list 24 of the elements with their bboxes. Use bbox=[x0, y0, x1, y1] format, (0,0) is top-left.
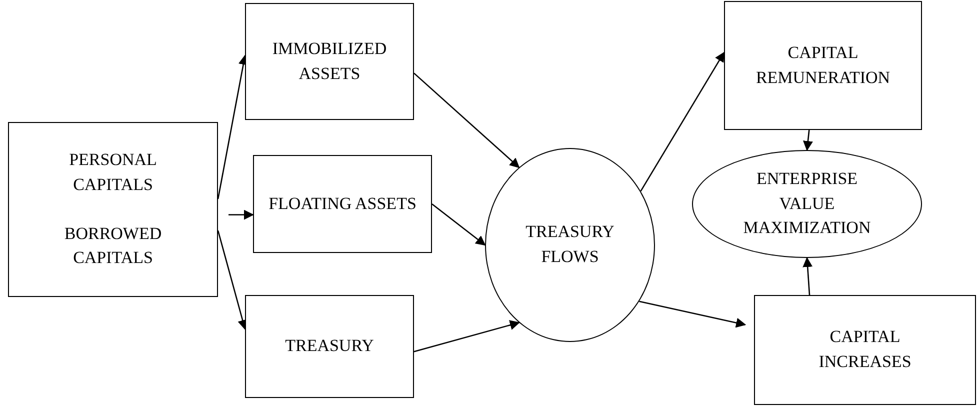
node-label: PERSONAL CAPITALS bbox=[68, 149, 158, 196]
process-box bbox=[754, 295, 976, 405]
node-label: FLOATING ASSETS bbox=[268, 192, 416, 215]
node-label: CAPITAL REMUNERATION bbox=[754, 42, 892, 88]
arrow bbox=[217, 230, 248, 330]
arrow bbox=[639, 300, 746, 328]
arrow bbox=[414, 320, 520, 352]
process-box bbox=[253, 155, 432, 253]
node-label: BORROWED CAPITALS bbox=[63, 222, 163, 270]
process-box bbox=[245, 3, 414, 120]
arrow bbox=[414, 72, 520, 168]
arrow bbox=[802, 257, 813, 296]
arrow bbox=[802, 130, 813, 151]
arrow bbox=[640, 52, 725, 192]
arrow bbox=[432, 203, 486, 246]
process-box bbox=[245, 295, 414, 398]
node-label: IMMOBILIZED ASSETS bbox=[271, 38, 388, 84]
arrow bbox=[228, 210, 254, 220]
process-box bbox=[8, 122, 218, 297]
process-box bbox=[724, 1, 922, 130]
node-label: ENTERPRISE VALUE MAXIMIZATION bbox=[742, 168, 872, 240]
node-label: TREASURY bbox=[285, 335, 374, 358]
node-label: TREASURY FLOWS bbox=[524, 221, 616, 268]
node-label: CAPITAL INCREASES bbox=[818, 326, 912, 373]
